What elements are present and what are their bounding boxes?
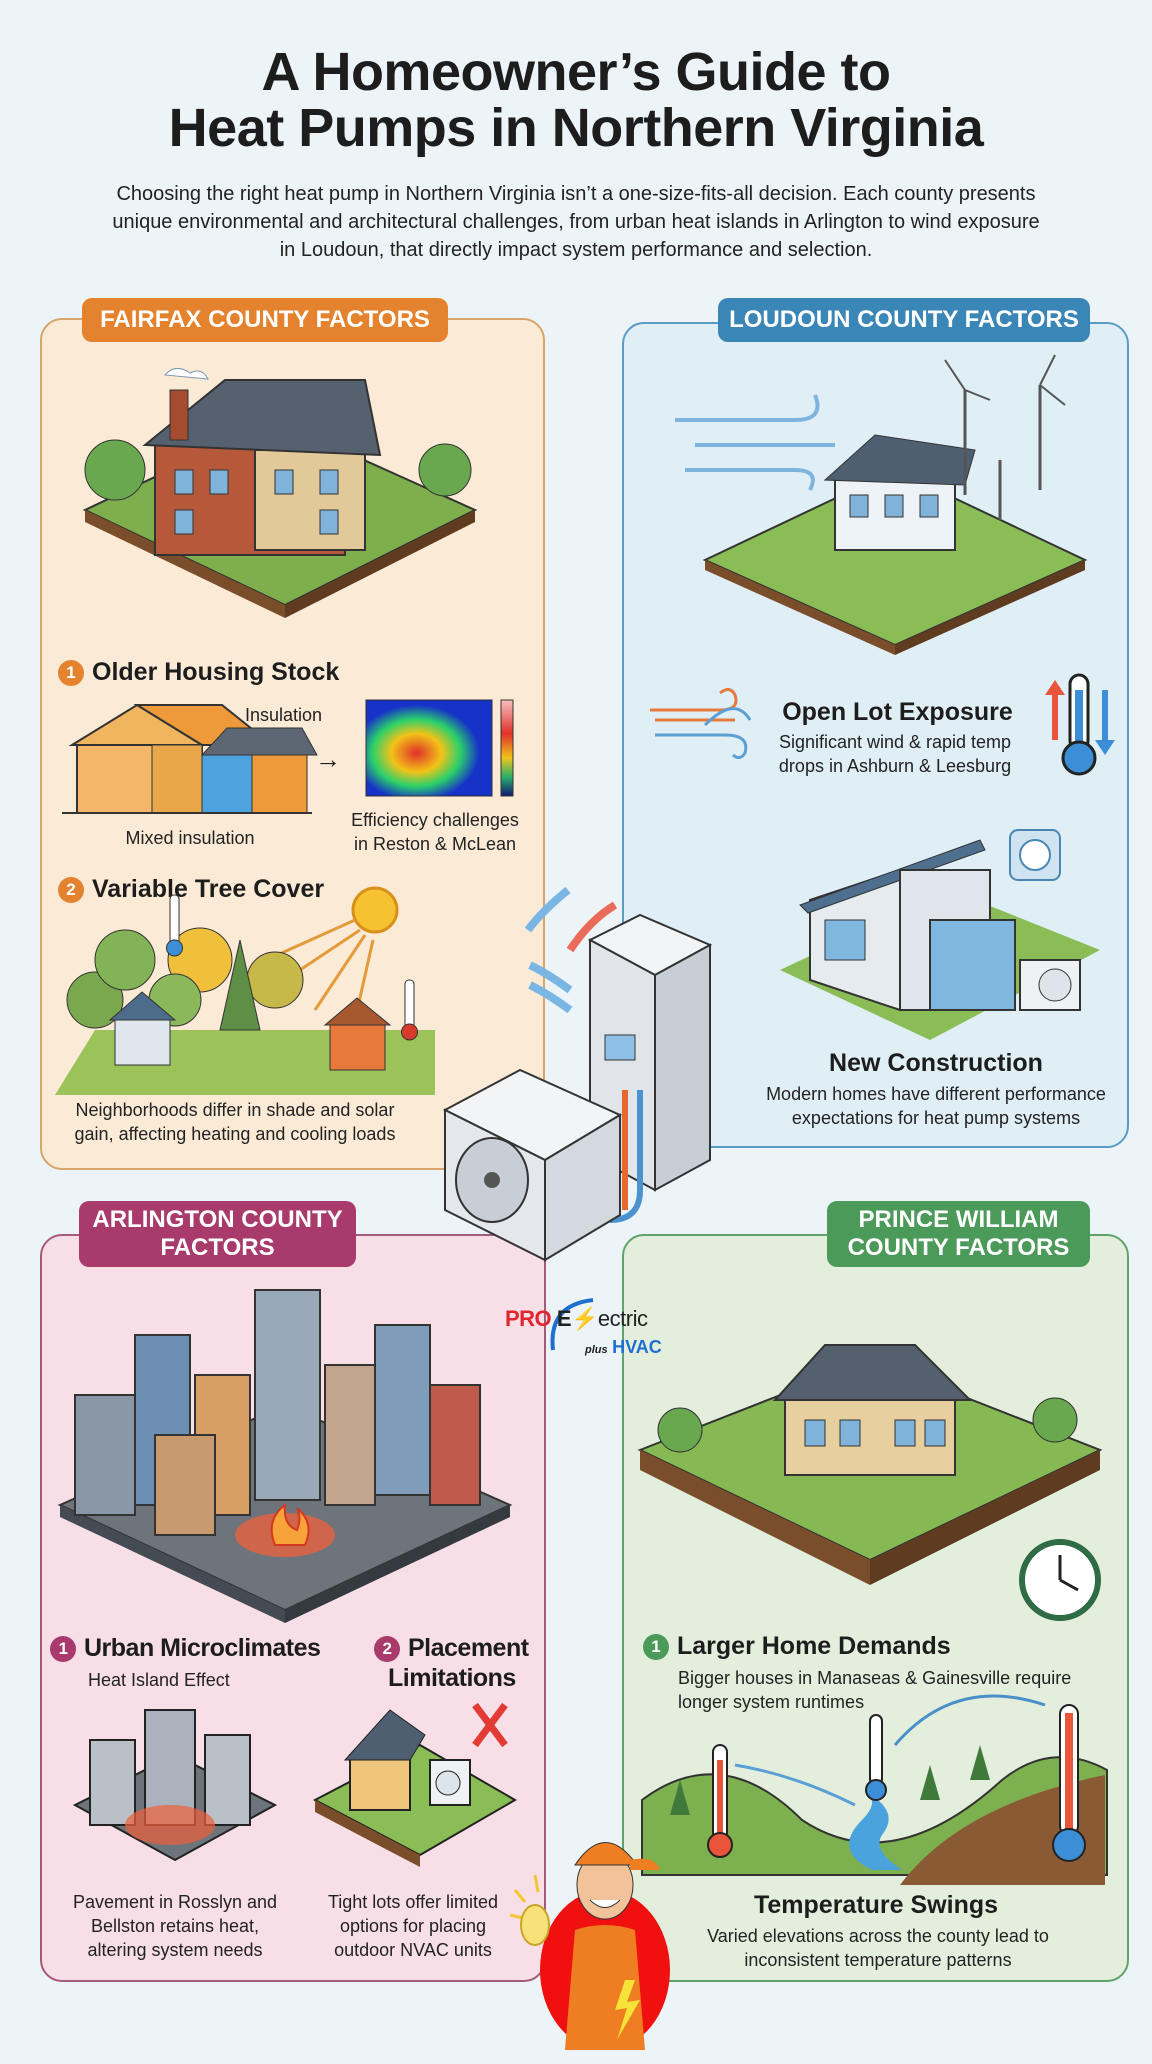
- number-badge: 2: [374, 1636, 400, 1662]
- tight-lot-house-icon: [312, 1702, 517, 1867]
- fairfax-item2-title: 2 Variable Tree Cover: [58, 874, 324, 904]
- red-x-icon: [472, 1702, 508, 1748]
- proelectric-logo: PRO E⚡ectric plus HVAC: [505, 1296, 665, 1362]
- arrow-right-icon: →: [315, 744, 341, 774]
- open-lot-exposure-title: Open Lot Exposure: [782, 698, 1013, 726]
- pill-line-1: PRINCE WILLIAM: [858, 1206, 1059, 1233]
- loudoun-header-pill: LOUDOUN COUNTY FACTORS: [718, 298, 1090, 342]
- larger-home-caption: Bigger houses in Manaseas & Gainesville …: [678, 1668, 1072, 1712]
- heading-text: Larger Home Demands: [677, 1632, 951, 1660]
- prince-william-header-pill: PRINCE WILLIAM COUNTY FACTORS: [827, 1201, 1090, 1267]
- tree-cover-illustration: [55, 886, 435, 1095]
- urban-microclimates-title: 1 Urban Microclimates: [50, 1633, 321, 1663]
- arlington-header-pill: ARLINGTON COUNTY FACTORS: [79, 1201, 356, 1267]
- new-construction-caption: Modern homes have different performance …: [766, 1084, 1106, 1128]
- number-badge: 1: [58, 660, 84, 686]
- large-house-hill-illustration: [637, 1344, 1103, 1621]
- fairfax-house-illustration: [82, 368, 478, 618]
- heading-text: Placement: [408, 1634, 529, 1662]
- pavement-caption: Pavement in Rosslyn and Bellston retains…: [72, 1892, 278, 1960]
- fairfax-header-pill: FAIRFAX COUNTY FACTORS: [82, 298, 448, 342]
- number-badge: 1: [643, 1634, 669, 1660]
- heat-buildings-icon: [72, 1709, 278, 1862]
- heading-text: Older Housing Stock: [92, 658, 340, 686]
- logo-e: E: [556, 1306, 572, 1331]
- heading-text: Urban Microclimates: [84, 1634, 321, 1662]
- title-line-1: A Homeowner’s Guide to: [261, 42, 891, 102]
- number-badge: 1: [50, 1636, 76, 1662]
- fairfax-item1-title: 1 Older Housing Stock: [58, 657, 339, 687]
- open-lot-caption: Significant wind & rapid temp drops in A…: [778, 732, 1012, 776]
- intro-paragraph: Choosing the right heat pump in Northern…: [112, 183, 1040, 261]
- mixed-insulation-caption: Mixed insulation: [125, 828, 255, 848]
- logo-hvac: HVAC: [612, 1337, 662, 1357]
- logo-pro: PRO: [505, 1306, 552, 1331]
- tight-lots-caption: Tight lots offer limited options for pla…: [327, 1892, 499, 1960]
- pill-line-2: FACTORS: [160, 1234, 275, 1261]
- pill-line-2: COUNTY FACTORS: [847, 1234, 1070, 1261]
- logo-plus: plus: [585, 1344, 608, 1356]
- title-line-2: Heat Pumps in Northern Virginia: [168, 98, 984, 158]
- new-construction-title: New Construction: [829, 1049, 1043, 1077]
- tree-cover-caption: Neighborhoods differ in shade and solar …: [74, 1100, 396, 1144]
- wind-gust-icon: [650, 688, 752, 760]
- heat-island-subtitle: Heat Island Effect: [88, 1670, 230, 1690]
- temperature-swings-title: Temperature Swings: [753, 1891, 999, 1919]
- insulation-label: Insulation: [245, 705, 323, 725]
- efficiency-caption: Efficiency challenges in Reston & McLean: [351, 810, 519, 854]
- clock-icon: [1019, 1539, 1101, 1621]
- number-badge: 2: [58, 877, 84, 903]
- pill-line-1: ARLINGTON COUNTY: [92, 1206, 343, 1233]
- larger-home-demands-title: 1 Larger Home Demands: [643, 1631, 951, 1661]
- windy-field-house-illustration: [675, 354, 1088, 655]
- insulation-house-icon: [62, 703, 318, 814]
- elevation-temperature-illustration: [641, 1694, 1108, 1885]
- heat-pump-unit-illustration: [442, 886, 713, 1262]
- logo-ectric: ectric: [597, 1306, 648, 1331]
- heading-text-line-2: Limitations: [388, 1664, 516, 1692]
- heading-text: Variable Tree Cover: [92, 875, 325, 903]
- thermal-image-icon: [365, 699, 514, 797]
- urban-heat-city-illustration: [57, 1289, 513, 1623]
- technician-mascot-illustration: [509, 1842, 670, 2050]
- page-title: A Homeowner’s Guide to Heat Pumps in Nor…: [0, 44, 1152, 156]
- temperature-swings-caption: Varied elevations across the county lead…: [707, 1926, 1049, 1970]
- modern-house-illustration: [780, 829, 1100, 1040]
- temperature-swing-thermometer-icon: [1045, 673, 1115, 776]
- placement-limitations-title: 2 Placement Limitations: [374, 1633, 529, 1693]
